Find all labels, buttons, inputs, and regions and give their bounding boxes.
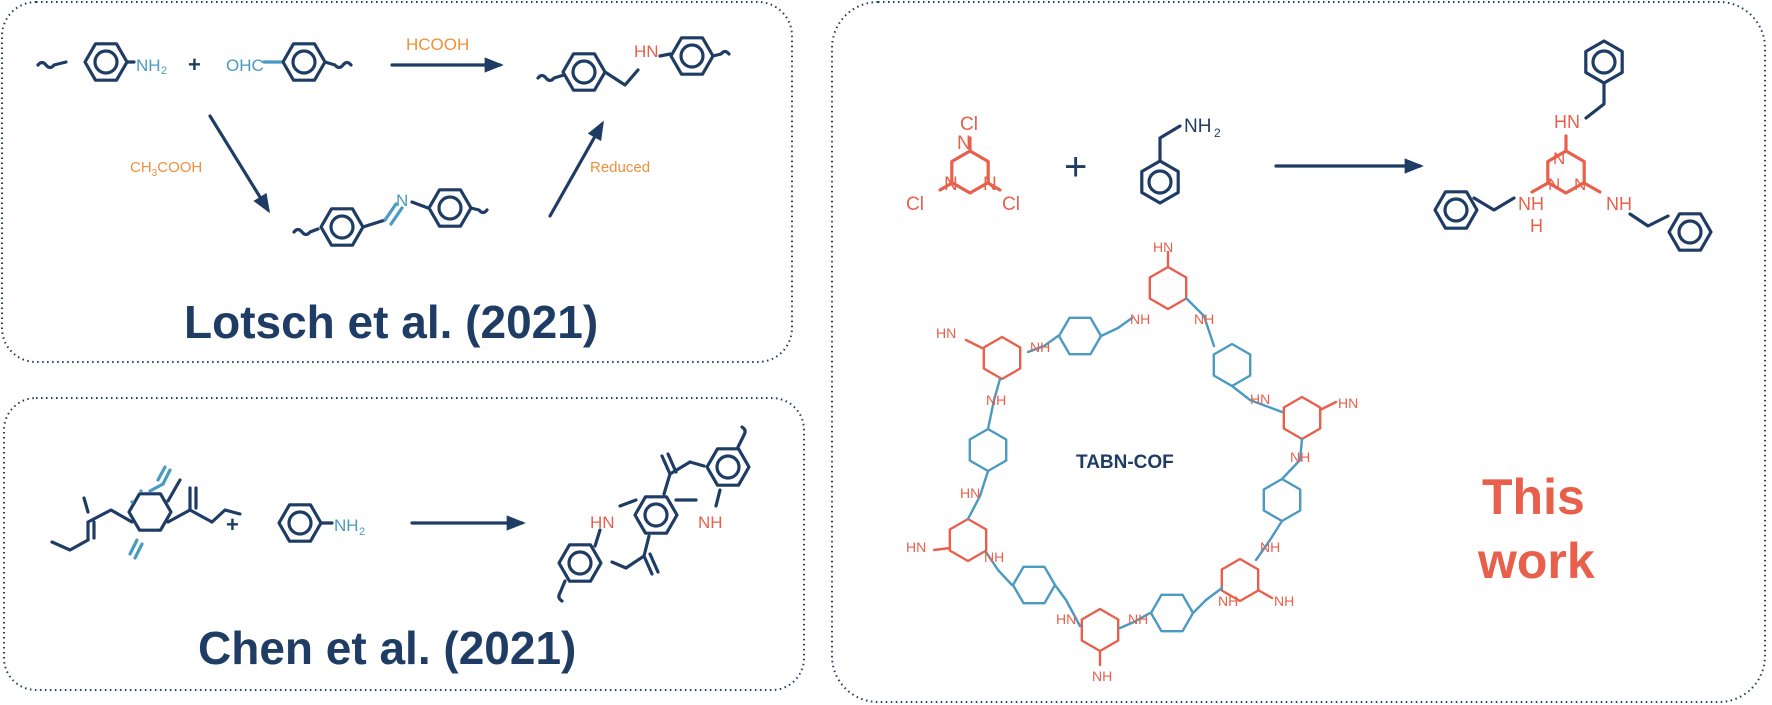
- cof-hn-3: HN: [1250, 391, 1270, 407]
- cof-label: TABN-COF: [1076, 452, 1174, 473]
- cl-top: Cl: [960, 114, 978, 135]
- lotsch-amine-subscript: 2: [161, 65, 167, 77]
- cof-hn-4: HN: [1338, 395, 1358, 411]
- chen-plus-sign: +: [226, 512, 239, 537]
- this-work-title-line1: This: [1482, 469, 1585, 525]
- benzylamine-subscript: 2: [1214, 126, 1221, 140]
- product-hn-top: HN: [1554, 112, 1580, 132]
- lotsch-reagent-left-b: COOH: [157, 159, 202, 176]
- cyanuric-chloride: N N N Cl Cl Cl: [906, 114, 1020, 215]
- chen-amine-subscript: 2: [359, 526, 365, 538]
- chen-diketone: [50, 465, 242, 560]
- lotsch-reagent-right: Reduced: [590, 159, 650, 176]
- lotsch-aniline: NH 2: [36, 42, 167, 82]
- lotsch-imine-n: N: [396, 191, 408, 210]
- product-nh-left: NH: [1518, 194, 1544, 214]
- cof-hn-7: HN: [1056, 611, 1076, 627]
- cof-hn-1: HN: [1153, 239, 1173, 255]
- lotsch-reagent-left: CH3COOH: [130, 159, 202, 179]
- tribenzylmelamine: N N N HN NH H NH: [1433, 39, 1713, 252]
- this-work-plus-sign: +: [1064, 145, 1087, 189]
- lotsch-title: Lotsch et al. (2021): [184, 296, 598, 348]
- cof-nh-7: NH: [1260, 539, 1280, 555]
- cof-hn-2: HN: [936, 325, 956, 341]
- cof-nh-11: NH: [1092, 668, 1112, 684]
- cof-nh-2: NH: [1194, 311, 1214, 327]
- chen-product-nh-right: NH: [698, 513, 723, 532]
- cof-hn-6: HN: [906, 539, 926, 555]
- cl-left: Cl: [906, 194, 924, 215]
- this-work-title-line2: work: [1477, 533, 1595, 589]
- cof-nh-8: NH: [1274, 593, 1294, 609]
- this-work-panel: [831, 1, 1766, 703]
- cof-nh-1: NH: [1130, 311, 1150, 327]
- cof-nh-6: NH: [984, 549, 1004, 565]
- cof-nh-5: NH: [1290, 449, 1310, 465]
- product-triazine-n-2: N: [1548, 175, 1560, 194]
- chen-title: Chen et al. (2021): [198, 622, 576, 674]
- lotsch-product-amine: HN: [536, 36, 731, 92]
- product-triazine-n-1: N: [1553, 149, 1565, 168]
- cof-nh-3: NH: [1030, 339, 1050, 355]
- cof-nh-9: NH: [1218, 593, 1238, 609]
- lotsch-imine: N: [292, 188, 489, 247]
- benzylamine-label: NH: [1184, 116, 1211, 137]
- product-triazine-n-3: N: [1574, 175, 1586, 194]
- product-nh-right: NH: [1606, 194, 1632, 214]
- chen-amine-label: NH: [334, 516, 359, 535]
- lotsch-reagent-left-a: CH: [130, 159, 152, 176]
- lotsch-arrow-up: [548, 120, 604, 218]
- chen-aniline: NH 2: [277, 503, 365, 543]
- cof-hn-5: HN: [960, 485, 980, 501]
- lotsch-product-nh: HN: [634, 42, 659, 61]
- lotsch-reagent-left-sub: 3: [152, 168, 158, 179]
- cl-right: Cl: [1002, 194, 1020, 215]
- chen-product-nh-left: HN: [590, 513, 615, 532]
- triazine-n-1: N: [957, 133, 971, 154]
- cof-nh-4: NH: [986, 392, 1006, 408]
- lotsch-reagent-top: HCOOH: [406, 35, 469, 54]
- lotsch-aldehyde: OHC: [226, 42, 353, 82]
- chen-panel: [3, 397, 805, 691]
- lotsch-amine-label: NH: [136, 56, 161, 75]
- lotsch-aldehyde-label: OHC: [226, 56, 264, 75]
- chen-product: HN NH: [557, 425, 751, 603]
- product-h-left: H: [1530, 216, 1543, 236]
- plus-sign: +: [188, 52, 201, 77]
- lotsch-panel: [1, 1, 793, 363]
- lotsch-arrow-down: [208, 114, 271, 214]
- benzylamine: NH 2: [1140, 116, 1221, 205]
- tabn-cof-network: [932, 250, 1338, 667]
- cof-nh-10: NH: [1128, 611, 1148, 627]
